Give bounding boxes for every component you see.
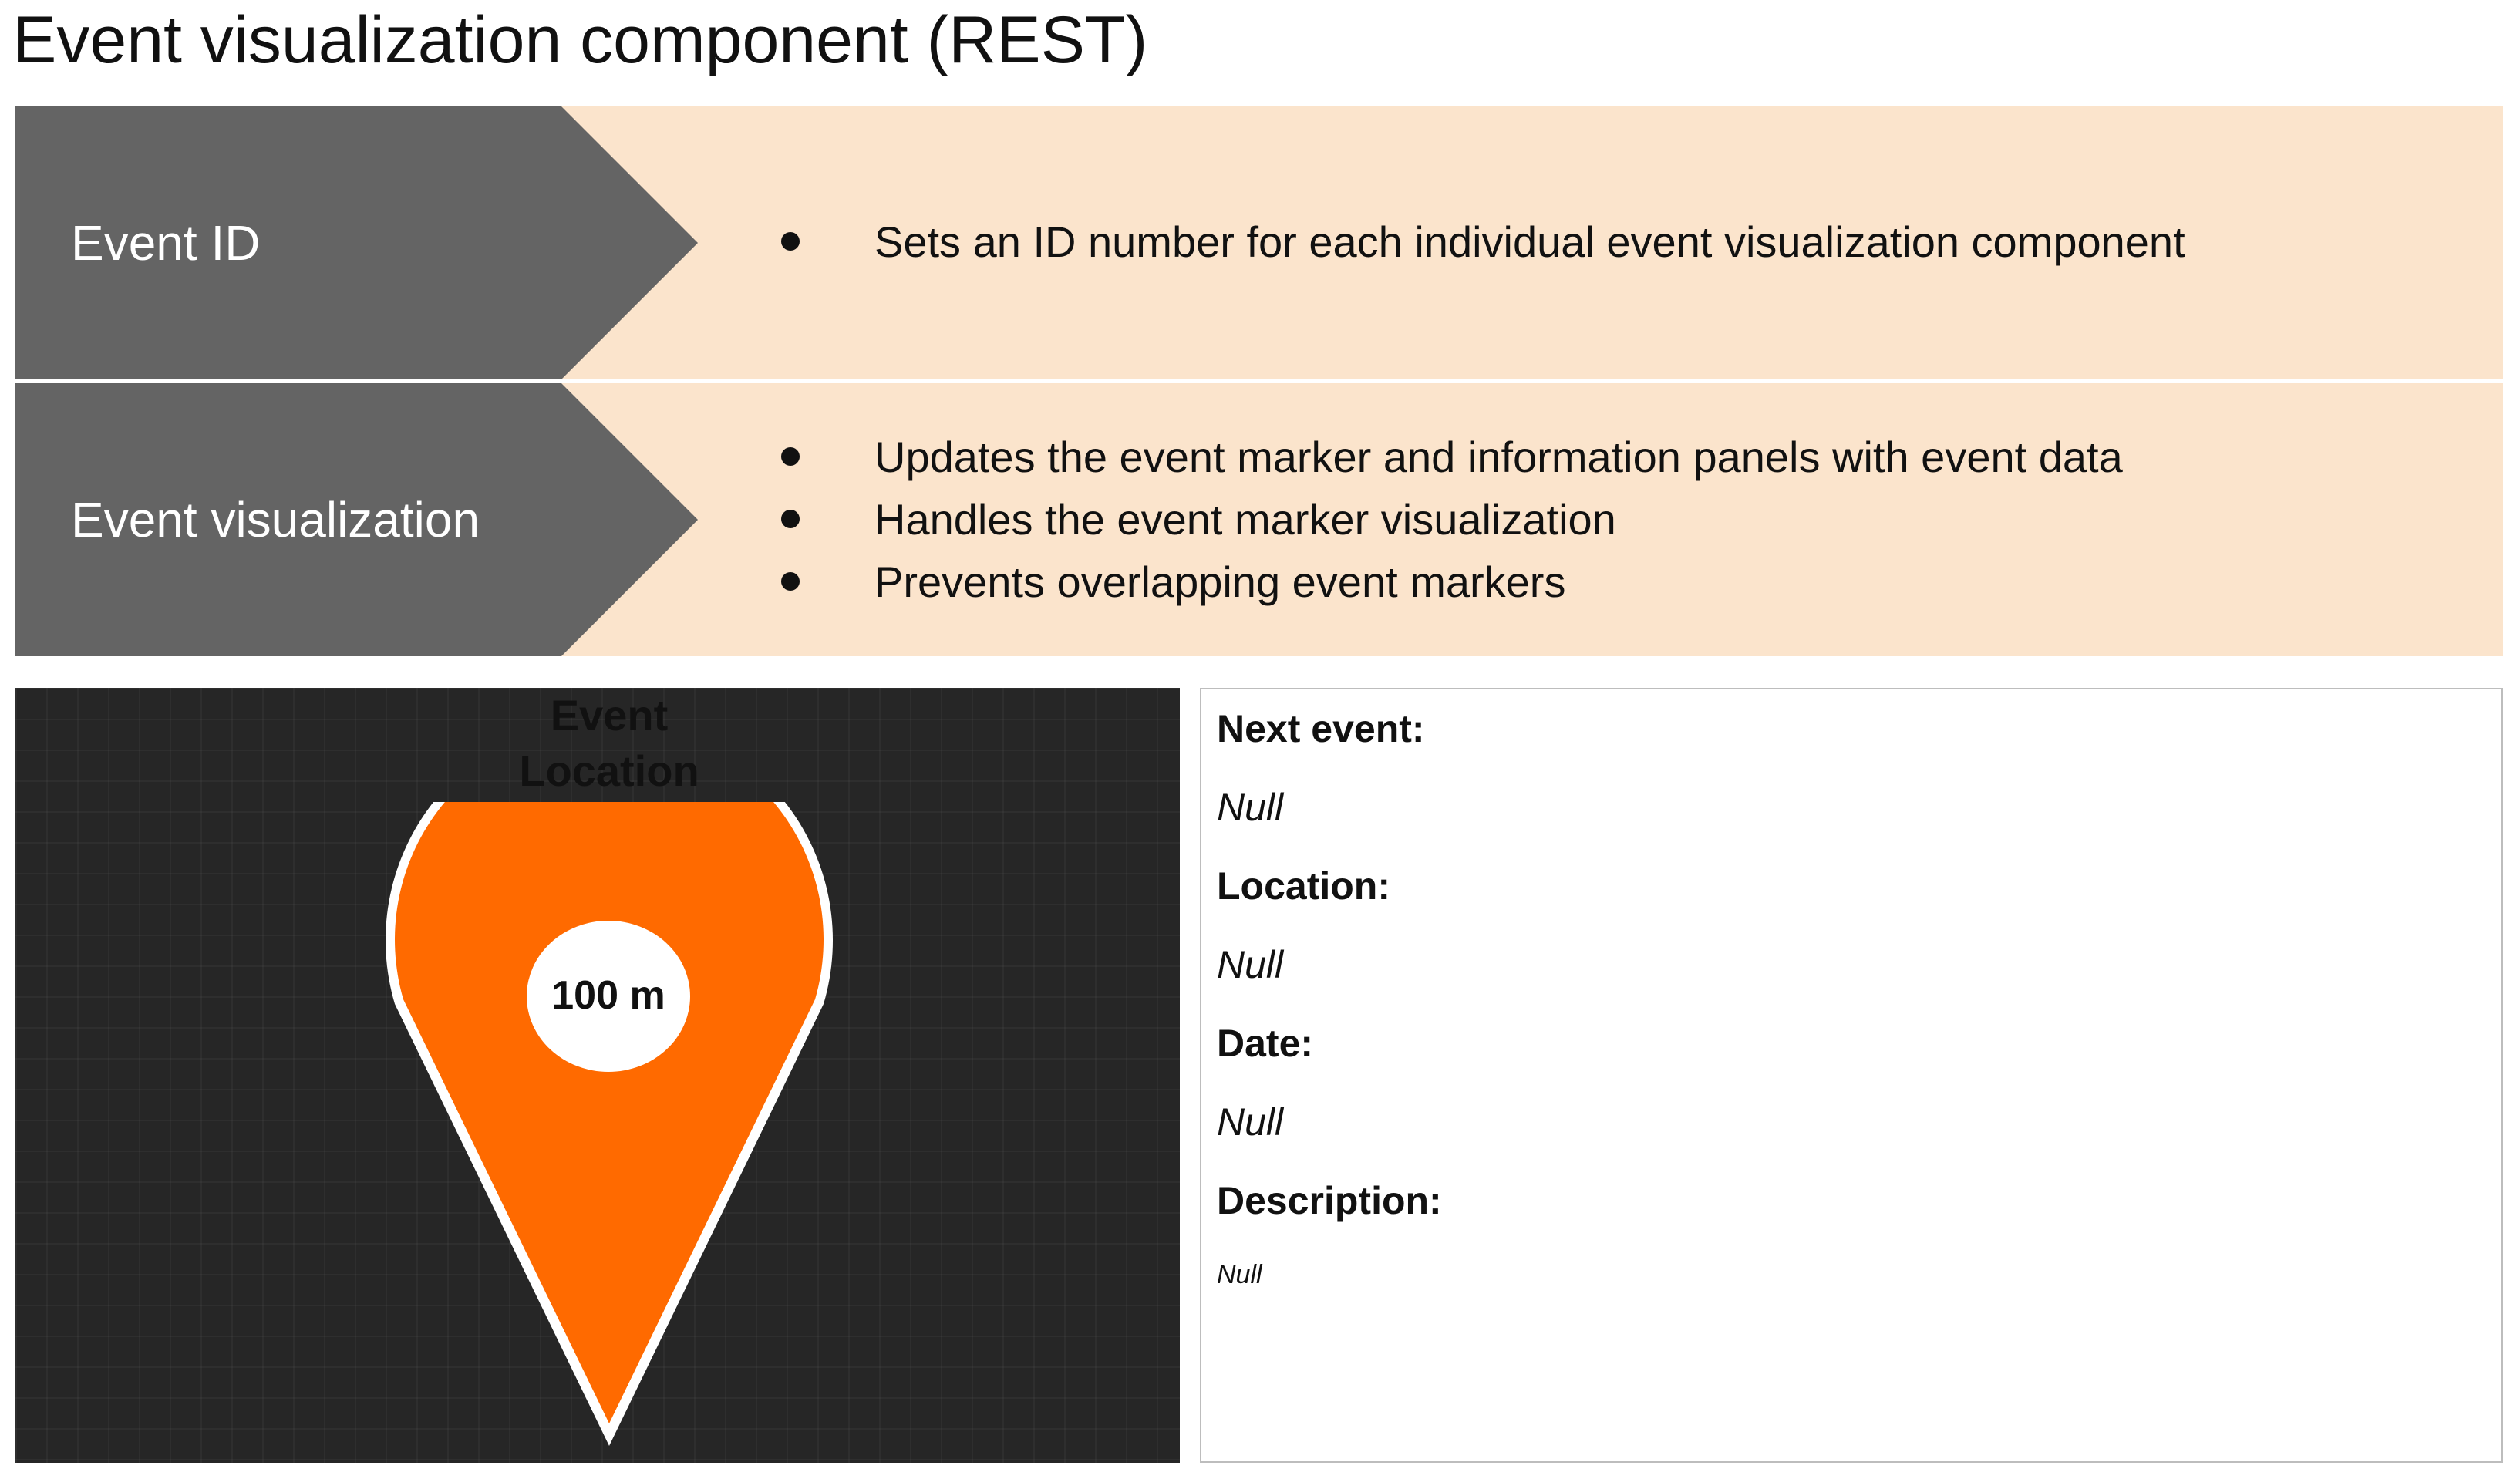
row-event-id: Event ID Sets an ID number for each indi… xyxy=(15,106,2503,379)
description-value: Null xyxy=(1217,1260,1262,1289)
next-event-value: Null xyxy=(1217,786,1284,829)
row-event-visualization: Event visualization Updates the event ma… xyxy=(15,383,2503,656)
event-map-panel[interactable]: Event Location 100 m xyxy=(15,688,1180,1463)
bullet-list: Updates the event marker and information… xyxy=(763,426,2123,613)
bullet-dot-icon xyxy=(781,232,800,251)
bullet-text: Prevents overlapping event markers xyxy=(874,558,1566,606)
chevron-shape xyxy=(15,106,698,379)
page-title: Event visualization component (REST) xyxy=(12,3,1148,77)
row-label-event-visualization: Event visualization xyxy=(71,492,480,547)
event-info-panel: Next event: Null Location: Null Date: Nu… xyxy=(1200,688,2503,1463)
bullet-dot-icon xyxy=(781,572,800,591)
map-title: Event Location xyxy=(443,688,775,799)
event-marker-pin-icon[interactable] xyxy=(378,802,841,1450)
bullet-text: Updates the event marker and information… xyxy=(874,433,2123,481)
row-label-event-id: Event ID xyxy=(71,215,261,271)
bullet-dot-icon xyxy=(781,510,800,528)
bullet-item: Handles the event marker visualization xyxy=(763,488,2123,551)
bullet-list: Sets an ID number for each individual ev… xyxy=(763,211,2185,273)
marker-distance-label: 100 m xyxy=(551,973,665,1018)
chevron-shape xyxy=(15,383,698,656)
bullet-text: Sets an ID number for each individual ev… xyxy=(874,217,2185,266)
map-title-line2: Location xyxy=(519,746,699,795)
description-label: Description: xyxy=(1217,1179,1442,1222)
bullet-text: Handles the event marker visualization xyxy=(874,495,1616,544)
map-title-line1: Event xyxy=(550,691,669,740)
bullet-item: Updates the event marker and information… xyxy=(763,426,2123,488)
date-label: Date: xyxy=(1217,1022,1314,1065)
location-value: Null xyxy=(1217,943,1284,986)
bullet-item: Sets an ID number for each individual ev… xyxy=(763,211,2185,273)
date-value: Null xyxy=(1217,1100,1284,1144)
bullet-item: Prevents overlapping event markers xyxy=(763,551,2123,613)
location-label: Location: xyxy=(1217,864,1390,908)
bullet-dot-icon xyxy=(781,447,800,466)
next-event-label: Next event: xyxy=(1217,707,1425,750)
